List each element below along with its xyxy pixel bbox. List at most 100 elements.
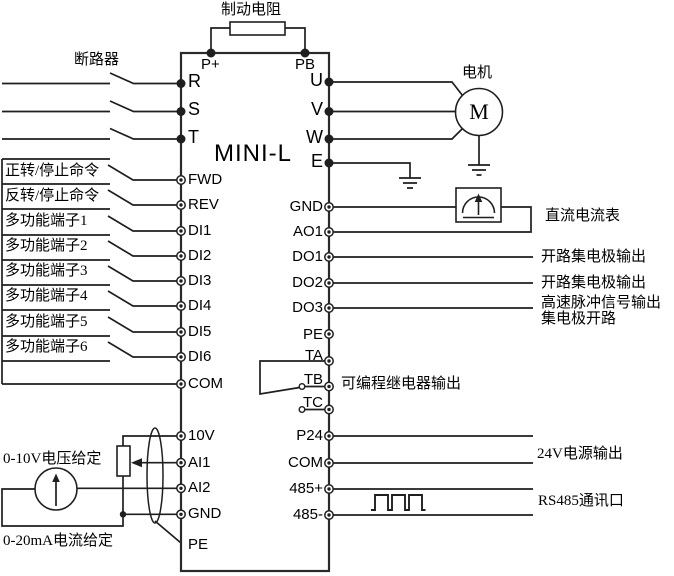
potentiometer-wiper-arrow xyxy=(131,458,142,468)
terminal-label-fwd: FWD xyxy=(188,171,223,188)
junction-dot xyxy=(119,511,127,518)
control-row-label-di3: 多功能端子3 xyxy=(5,263,88,279)
24v-output-label: 24V电源输出 xyxy=(537,446,623,462)
terminal-label-u: U xyxy=(310,70,323,90)
wiring-paths xyxy=(1,27,533,544)
terminal-label-gnd-left: GND xyxy=(188,505,222,522)
breaker-label: 断路器 xyxy=(74,52,120,68)
terminal-dot-v xyxy=(324,107,334,116)
terminal-dot-pb xyxy=(300,48,310,58)
terminal-label-tb: TB xyxy=(303,371,323,388)
terminal-label-485-plus: 485+ xyxy=(289,480,323,497)
terminal-label-t: T xyxy=(188,127,199,147)
terminal-label-p24: P24 xyxy=(296,427,323,444)
terminal-dot-e xyxy=(324,158,334,168)
terminal-label-di2: DI2 xyxy=(188,247,212,264)
do3-function-label-line1: 高速脉冲信号输出 xyxy=(541,295,662,311)
do1-function-label: 开路集电极输出 xyxy=(541,249,647,265)
brake-resistor-label: 制动电阻 xyxy=(221,2,282,18)
control-row-label-rev: 反转/停止命令 xyxy=(5,188,100,204)
terminal-dot-core-di6 xyxy=(179,355,183,359)
terminal-dot-u xyxy=(324,77,334,87)
terminal-dot-core-com-left xyxy=(179,382,183,386)
terminal-label-p-plus: P+ xyxy=(201,56,220,73)
terminal-label-ao1: AO1 xyxy=(292,223,323,240)
device-model-title: MINI-L xyxy=(214,140,292,167)
terminal-label-v: V xyxy=(310,99,323,119)
terminal-label-gnd-right: GND xyxy=(289,198,323,215)
terminal-dot-core-ao1 xyxy=(327,230,331,234)
brake-resistor-symbol xyxy=(229,21,286,36)
terminal-label-s: S xyxy=(188,99,201,119)
terminal-dot-core-do2 xyxy=(327,281,331,285)
terminal-label-ai1: AI1 xyxy=(188,454,211,471)
terminal-label-e: E xyxy=(310,151,323,171)
terminal-label-com-right: COM xyxy=(288,454,323,471)
terminal-dot-core-fwd xyxy=(179,178,183,182)
terminal-dot-core-tb xyxy=(327,384,331,389)
terminal-label-pe-right: PE xyxy=(302,326,323,343)
terminal-dot-core-do3 xyxy=(327,306,331,310)
terminal-label-pe-left: PE xyxy=(188,536,209,553)
terminal-dot-core-10v xyxy=(179,434,183,438)
rs485-waveform xyxy=(371,494,426,511)
do2-function-label: 开路集电极输出 xyxy=(541,275,647,291)
terminal-dot-core-di2 xyxy=(179,254,183,258)
terminal-dot-core-do1 xyxy=(327,255,331,259)
cable-shield-ellipse xyxy=(146,427,164,524)
relay-contact-tb xyxy=(298,383,306,391)
ammeter-label: 直流电流表 xyxy=(545,208,621,224)
terminal-label-di3: DI3 xyxy=(188,272,212,289)
control-row-label-di2: 多功能端子2 xyxy=(5,238,88,254)
terminal-dot-core-gnd-left xyxy=(179,512,183,516)
terminal-label-di6: DI6 xyxy=(188,348,212,365)
terminal-dots xyxy=(176,48,334,520)
terminal-dot-core-di3 xyxy=(179,279,183,283)
terminal-label-tc: TC xyxy=(303,394,323,411)
terminal-label-pb: PB xyxy=(295,56,316,73)
terminal-label-do2: DO2 xyxy=(292,274,323,291)
current-source-arrowhead xyxy=(52,473,60,482)
terminal-dot-core-485-plus xyxy=(327,487,331,491)
terminal-dot-core-pe-right xyxy=(327,332,331,336)
terminal-dot-core-gnd-right xyxy=(327,205,331,209)
terminal-label-di5: DI5 xyxy=(188,323,212,340)
terminal-label-485-minus: 485- xyxy=(292,506,323,523)
terminal-label-w: W xyxy=(306,127,323,147)
motor-label: 电机 xyxy=(462,65,493,81)
control-row-label-di5: 多功能端子5 xyxy=(5,314,88,330)
terminal-dot-r xyxy=(176,79,186,88)
relay-output-label: 可编程继电器输出 xyxy=(341,376,462,392)
terminal-dot-core-rev xyxy=(179,203,183,207)
potentiometer-symbol xyxy=(116,445,131,477)
terminal-label-di4: DI4 xyxy=(188,297,212,314)
current-ref-label: 0-20mA电流给定 xyxy=(3,533,113,549)
terminal-label-com-left: COM xyxy=(188,375,223,392)
terminal-dot-core-ai1 xyxy=(179,461,183,465)
terminal-label-rev: REV xyxy=(188,196,219,213)
control-row-label-di4: 多功能端子4 xyxy=(5,288,88,304)
terminal-label-di1: DI1 xyxy=(188,222,212,239)
terminal-dot-core-tc xyxy=(327,407,331,412)
terminal-dot-core-di1 xyxy=(179,229,183,233)
ammeter-needle-arrowhead xyxy=(474,193,483,202)
terminal-dot-w xyxy=(324,134,334,144)
terminal-dot-core-485-minus xyxy=(327,513,331,517)
terminal-dot-core-di5 xyxy=(179,330,183,334)
motor-symbol-letter: M xyxy=(469,99,489,124)
voltage-ref-label: 0-10V电压给定 xyxy=(3,451,102,467)
terminal-label-do3: DO3 xyxy=(292,299,323,316)
relay-contact-tc xyxy=(298,406,306,414)
motor-symbol xyxy=(454,87,504,137)
terminal-dot-core-p24 xyxy=(327,434,331,438)
terminal-dot-core-di4 xyxy=(179,304,183,308)
terminal-dot-core-com-right xyxy=(327,461,331,465)
terminal-dot-core-ta xyxy=(327,359,331,363)
terminal-label-10v: 10V xyxy=(188,427,215,444)
terminal-label-r: R xyxy=(188,71,201,91)
terminal-dot-core-ai2 xyxy=(179,486,183,490)
terminal-label-ai2: AI2 xyxy=(188,479,211,496)
do3-function-label-line2: 集电极开路 xyxy=(541,311,617,327)
